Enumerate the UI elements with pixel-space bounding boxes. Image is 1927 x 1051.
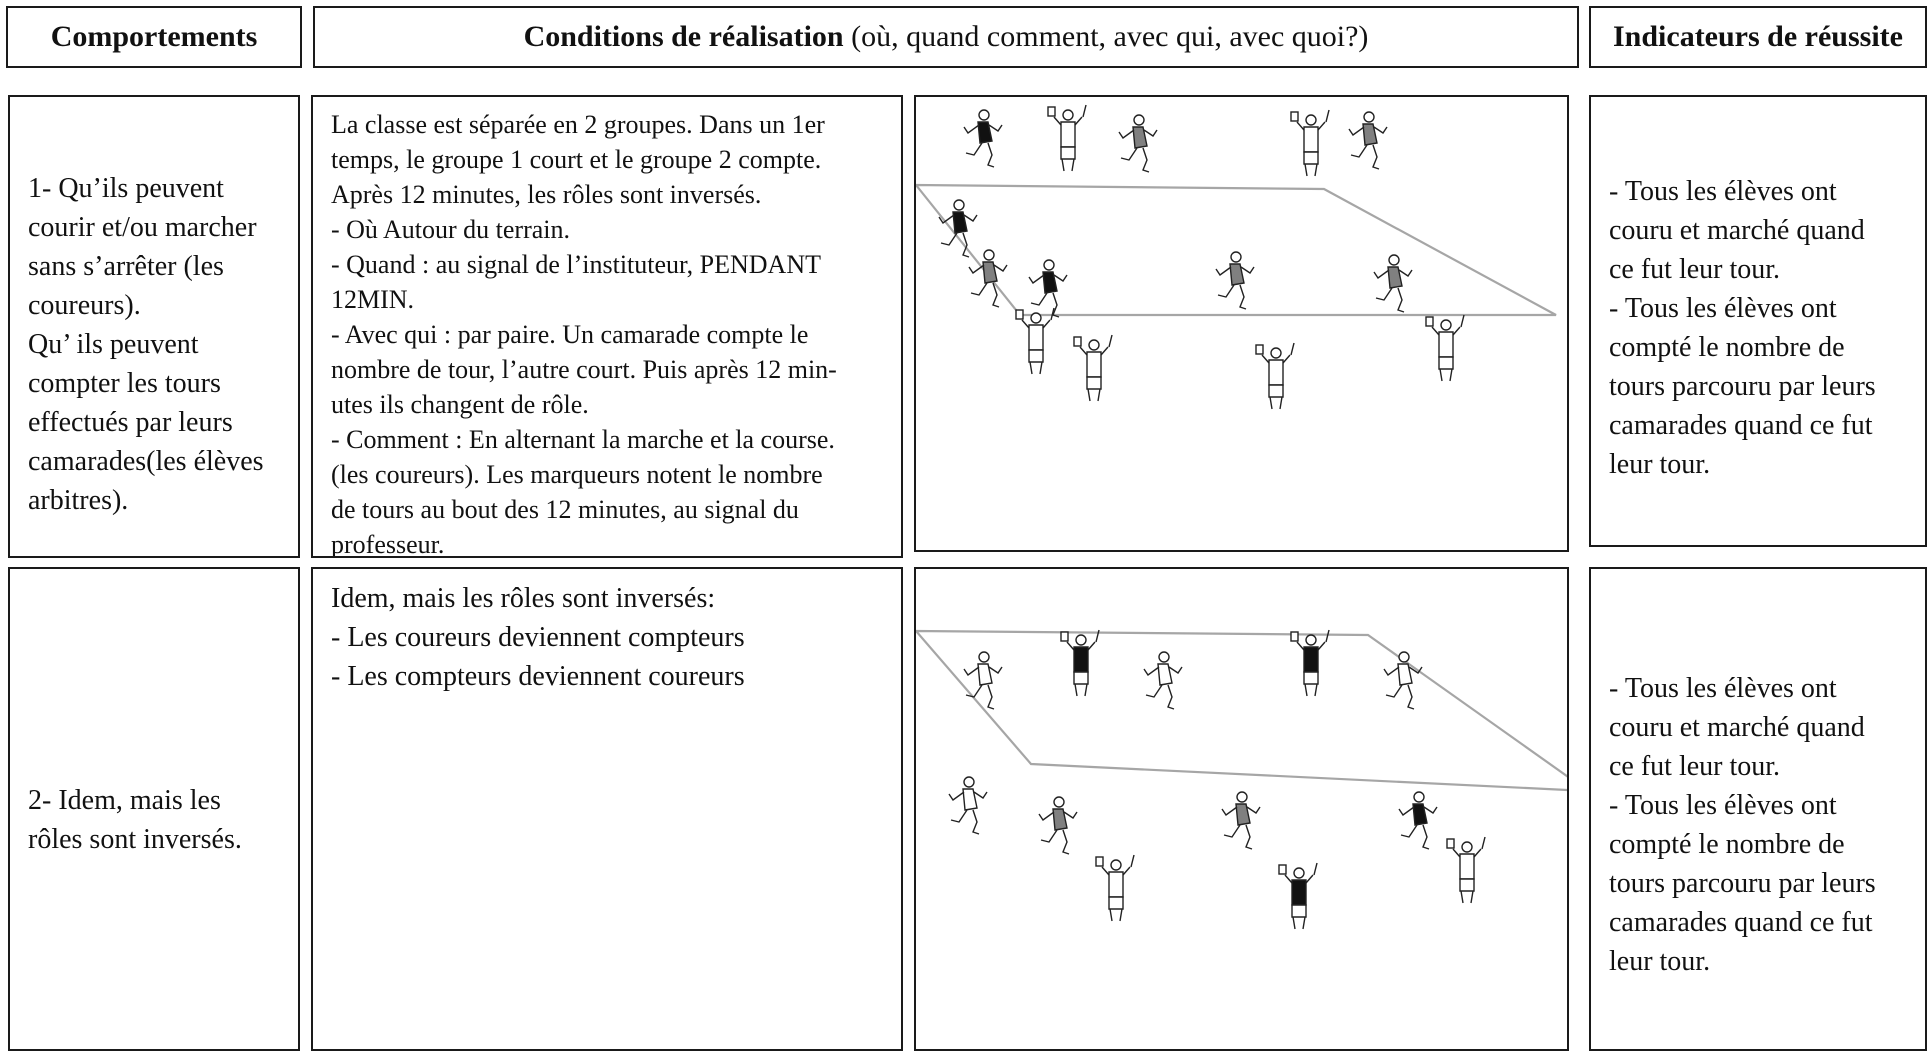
header-conditions-bold: Conditions de réalisation — [523, 20, 844, 53]
field-outline — [916, 629, 1567, 792]
row1-behavior-cell: 1- Qu’ils peuvent courir et/ou marcher s… — [8, 95, 300, 558]
row1-conditions-text: La classe est séparée en 2 groupes. Dans… — [331, 110, 837, 558]
row2-behavior-cell: 2- Idem, mais les rôles sont inversés. — [8, 567, 300, 1051]
row1-indicators-text: - Tous les élèves ont couru et marché qu… — [1609, 176, 1876, 480]
counter-figure — [1047, 104, 1087, 172]
row1-field-figure — [914, 95, 1569, 552]
header-behaviors: Comportements — [6, 6, 302, 68]
counter-figure — [1095, 854, 1135, 922]
row2-indicators-cell: - Tous les élèves ont couru et marché qu… — [1589, 567, 1927, 1051]
runner-figure — [1215, 251, 1255, 310]
counter-figure — [1425, 314, 1465, 382]
runner-figure — [1398, 791, 1438, 850]
header-conditions-label: Conditions de réalisation (où, quand com… — [524, 20, 1369, 54]
runner-figure — [1221, 791, 1261, 850]
field-diagram-2 — [916, 629, 1567, 930]
field-diagram-1 — [916, 104, 1557, 410]
runner-figure — [1118, 114, 1158, 173]
runner-figure — [968, 249, 1008, 308]
counter-figure — [1060, 629, 1100, 697]
row2-indicators-text: - Tous les élèves ont couru et marché qu… — [1609, 673, 1876, 977]
runner-figure — [963, 651, 1003, 710]
row1-indicators-cell: - Tous les élèves ont couru et marché qu… — [1589, 95, 1927, 547]
runner-figure — [1348, 111, 1388, 170]
runner-figure — [963, 109, 1003, 168]
row1-conditions-cell: La classe est séparée en 2 groupes. Dans… — [311, 95, 903, 558]
header-behaviors-label: Comportements — [50, 20, 258, 53]
counter-figure — [1255, 342, 1295, 410]
counter-figure — [1446, 836, 1486, 904]
counter-figure — [1290, 109, 1330, 177]
header-indicators-label: Indicateurs de réussite — [1613, 20, 1903, 53]
counter-figure — [1278, 862, 1318, 930]
header-conditions-rest: (où, quand comment, avec qui, avec quoi?… — [843, 20, 1369, 53]
row2-conditions-cell: Idem, mais les rôles sont inversés: - Le… — [311, 567, 903, 1051]
counter-figure — [1290, 629, 1330, 697]
runner-figure — [1383, 651, 1423, 710]
header-indicators: Indicateurs de réussite — [1589, 6, 1927, 68]
header-conditions: Conditions de réalisation (où, quand com… — [313, 6, 1579, 68]
row2-behavior-text: 2- Idem, mais les rôles sont inversés. — [28, 785, 242, 855]
runner-figure — [948, 776, 988, 835]
counter-figure — [1015, 307, 1055, 375]
runner-figure — [1038, 796, 1078, 855]
counter-figure — [1073, 334, 1113, 402]
row2-conditions-text: Idem, mais les rôles sont inversés: - Le… — [331, 583, 745, 692]
runner-figure — [938, 199, 978, 258]
runner-figure — [1373, 254, 1413, 313]
row1-behavior-text: 1- Qu’ils peuvent courir et/ou marcher s… — [28, 173, 264, 516]
row2-field-figure — [914, 567, 1569, 1051]
runner-figure — [1028, 259, 1068, 318]
field-outline — [916, 183, 1557, 317]
runner-figure — [1143, 651, 1183, 710]
